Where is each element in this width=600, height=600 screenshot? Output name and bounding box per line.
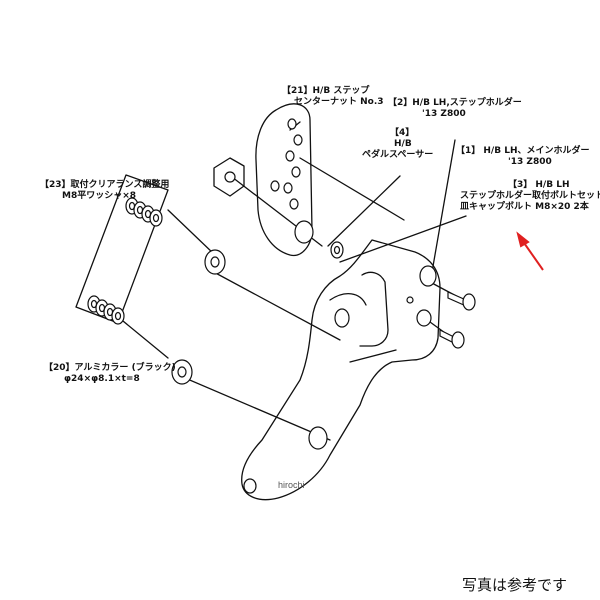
label-line: 【2】H/B LH,ステップホルダー <box>388 98 522 108</box>
label-line: センターナット No.3 <box>294 97 384 107</box>
label-line: '13 Z800 <box>422 109 466 119</box>
label-part-2: 【2】H/B LH,ステップホルダー '13 Z800 <box>388 98 522 120</box>
label-line: M8平ワッシャ×8 <box>62 191 137 201</box>
label-part-21: 【21】H/B ステップ センターナット No.3 <box>282 86 384 108</box>
label-line: 【21】H/B ステップ <box>282 86 370 96</box>
label-line: ステップホルダー取付ボルトセット <box>460 191 600 201</box>
label-line: 【20】アルミカラー (ブラック) <box>44 363 176 373</box>
label-part-1: 【1】 H/B LH、メインホルダー '13 Z800 <box>456 146 589 168</box>
label-part-3: 【3】 H/B LH ステップホルダー取付ボルトセット 皿キャップボルト M8×… <box>460 180 600 213</box>
label-part-23: 【23】取付クリアランス調整用 M8平ワッシャ×8 <box>40 180 169 202</box>
label-line: H/B <box>394 139 412 149</box>
label-line: ペダルスペーサー <box>362 150 434 160</box>
label-line: '13 Z800 <box>508 157 552 167</box>
label-line: φ24×φ8.1×t=8 <box>64 374 140 384</box>
label-part-20: 【20】アルミカラー (ブラック) φ24×φ8.1×t=8 <box>44 363 176 385</box>
label-line: 【1】 H/B LH、メインホルダー <box>456 146 590 156</box>
main-holder-plate <box>241 239 441 501</box>
label-line: 皿キャップボルト M8×20 2本 <box>460 202 589 212</box>
label-line: 【23】取付クリアランス調整用 <box>40 180 170 190</box>
red-arrow <box>516 231 544 271</box>
watermark: hirochi <box>278 480 305 490</box>
label-line: 【4】 <box>390 128 415 138</box>
label-part-4: 【4】 H/B ペダルスペーサー <box>358 128 433 161</box>
reference-caption: 写真は参考です <box>462 576 568 594</box>
label-line: 【3】 H/B LH <box>508 180 570 190</box>
step-holder-plate <box>255 103 313 257</box>
